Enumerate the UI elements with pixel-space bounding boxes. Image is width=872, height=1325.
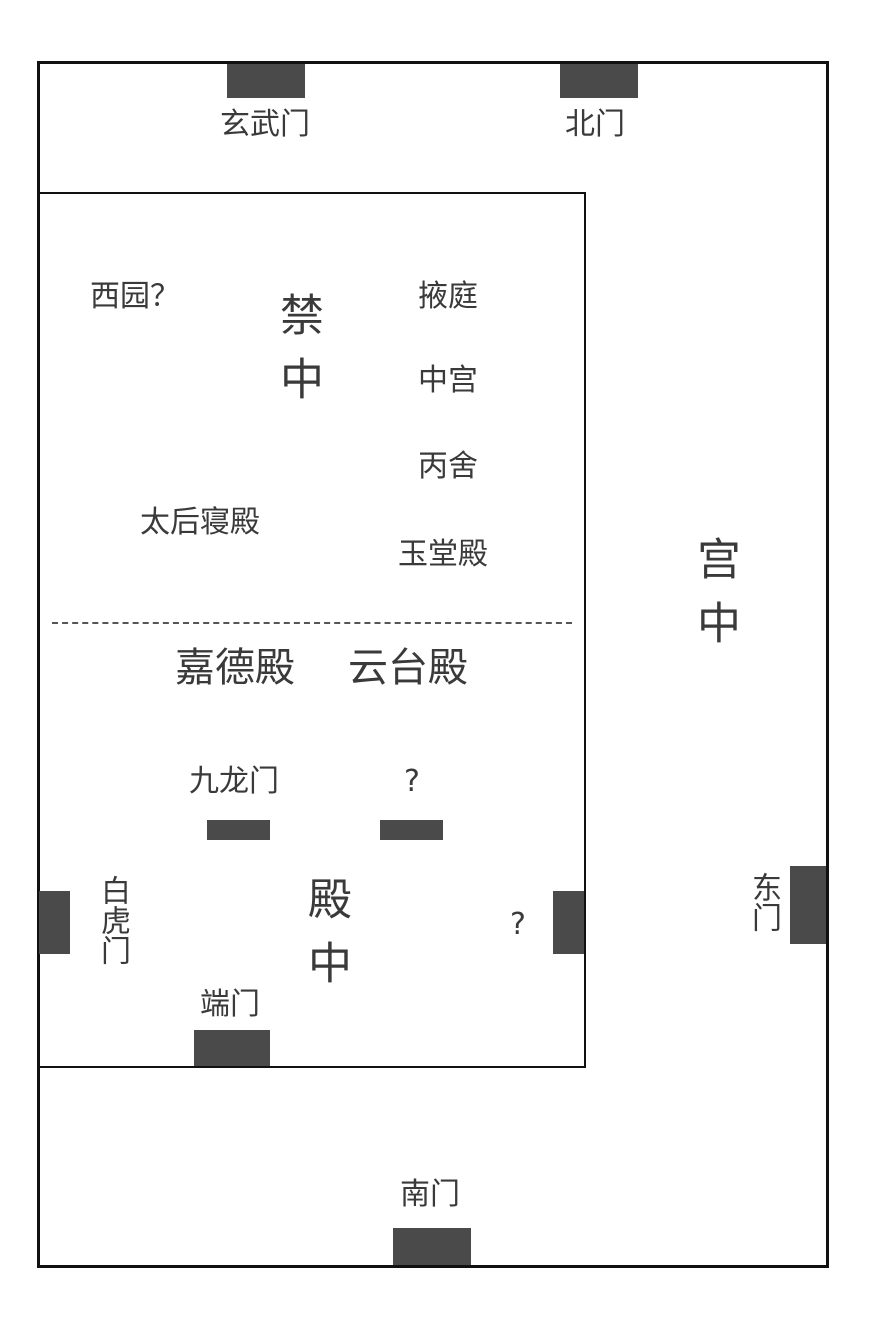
zone-dianzhong-label: 殿中 [300,876,351,1004]
zone-gongzhong-label: 宫中 [689,536,740,664]
gate-unknown-right-label: ? [510,907,526,942]
building-taihou-label: 太后寝殿 [140,505,260,540]
gate-duan-label: 端门 [200,987,260,1022]
gate-south-block [393,1228,471,1265]
gate-unknown-top-block [380,820,443,840]
building-yeting-label: 掖庭 [418,279,478,314]
zone-jinzhong-label: 禁中 [272,292,323,420]
gate-xuanwu-label: 玄武门 [220,107,310,142]
gate-east-block [790,866,826,944]
gate-baihu-label: 白虎门 [95,875,130,965]
gate-duan-block [194,1030,270,1066]
building-xiyuan-label: 西园？ [90,279,180,314]
jinzhong-dianzhong-divider [52,622,572,624]
gate-jiulong-block [207,820,270,840]
gate-north-block [560,64,638,98]
gate-baihu-block [39,891,70,954]
forbidden-inner-wall [37,192,586,1068]
gate-xuanwu-block [227,64,305,98]
building-zhonggong-label: 中宫 [418,363,478,398]
gate-east-label: 东门 [746,872,781,932]
gate-unknown-top-label: ? [404,764,420,799]
building-yutang-label: 玉堂殿 [398,537,488,572]
building-bingshe-label: 丙舍 [418,449,478,484]
gate-north-label: 北门 [565,107,625,142]
building-yuntai-label: 云台殿 [348,645,468,691]
gate-unknown-right-block [553,891,584,954]
gate-south-label: 南门 [400,1177,460,1212]
building-jiade-label: 嘉德殿 [175,645,295,691]
gate-jiulong-label: 九龙门 [189,764,279,799]
